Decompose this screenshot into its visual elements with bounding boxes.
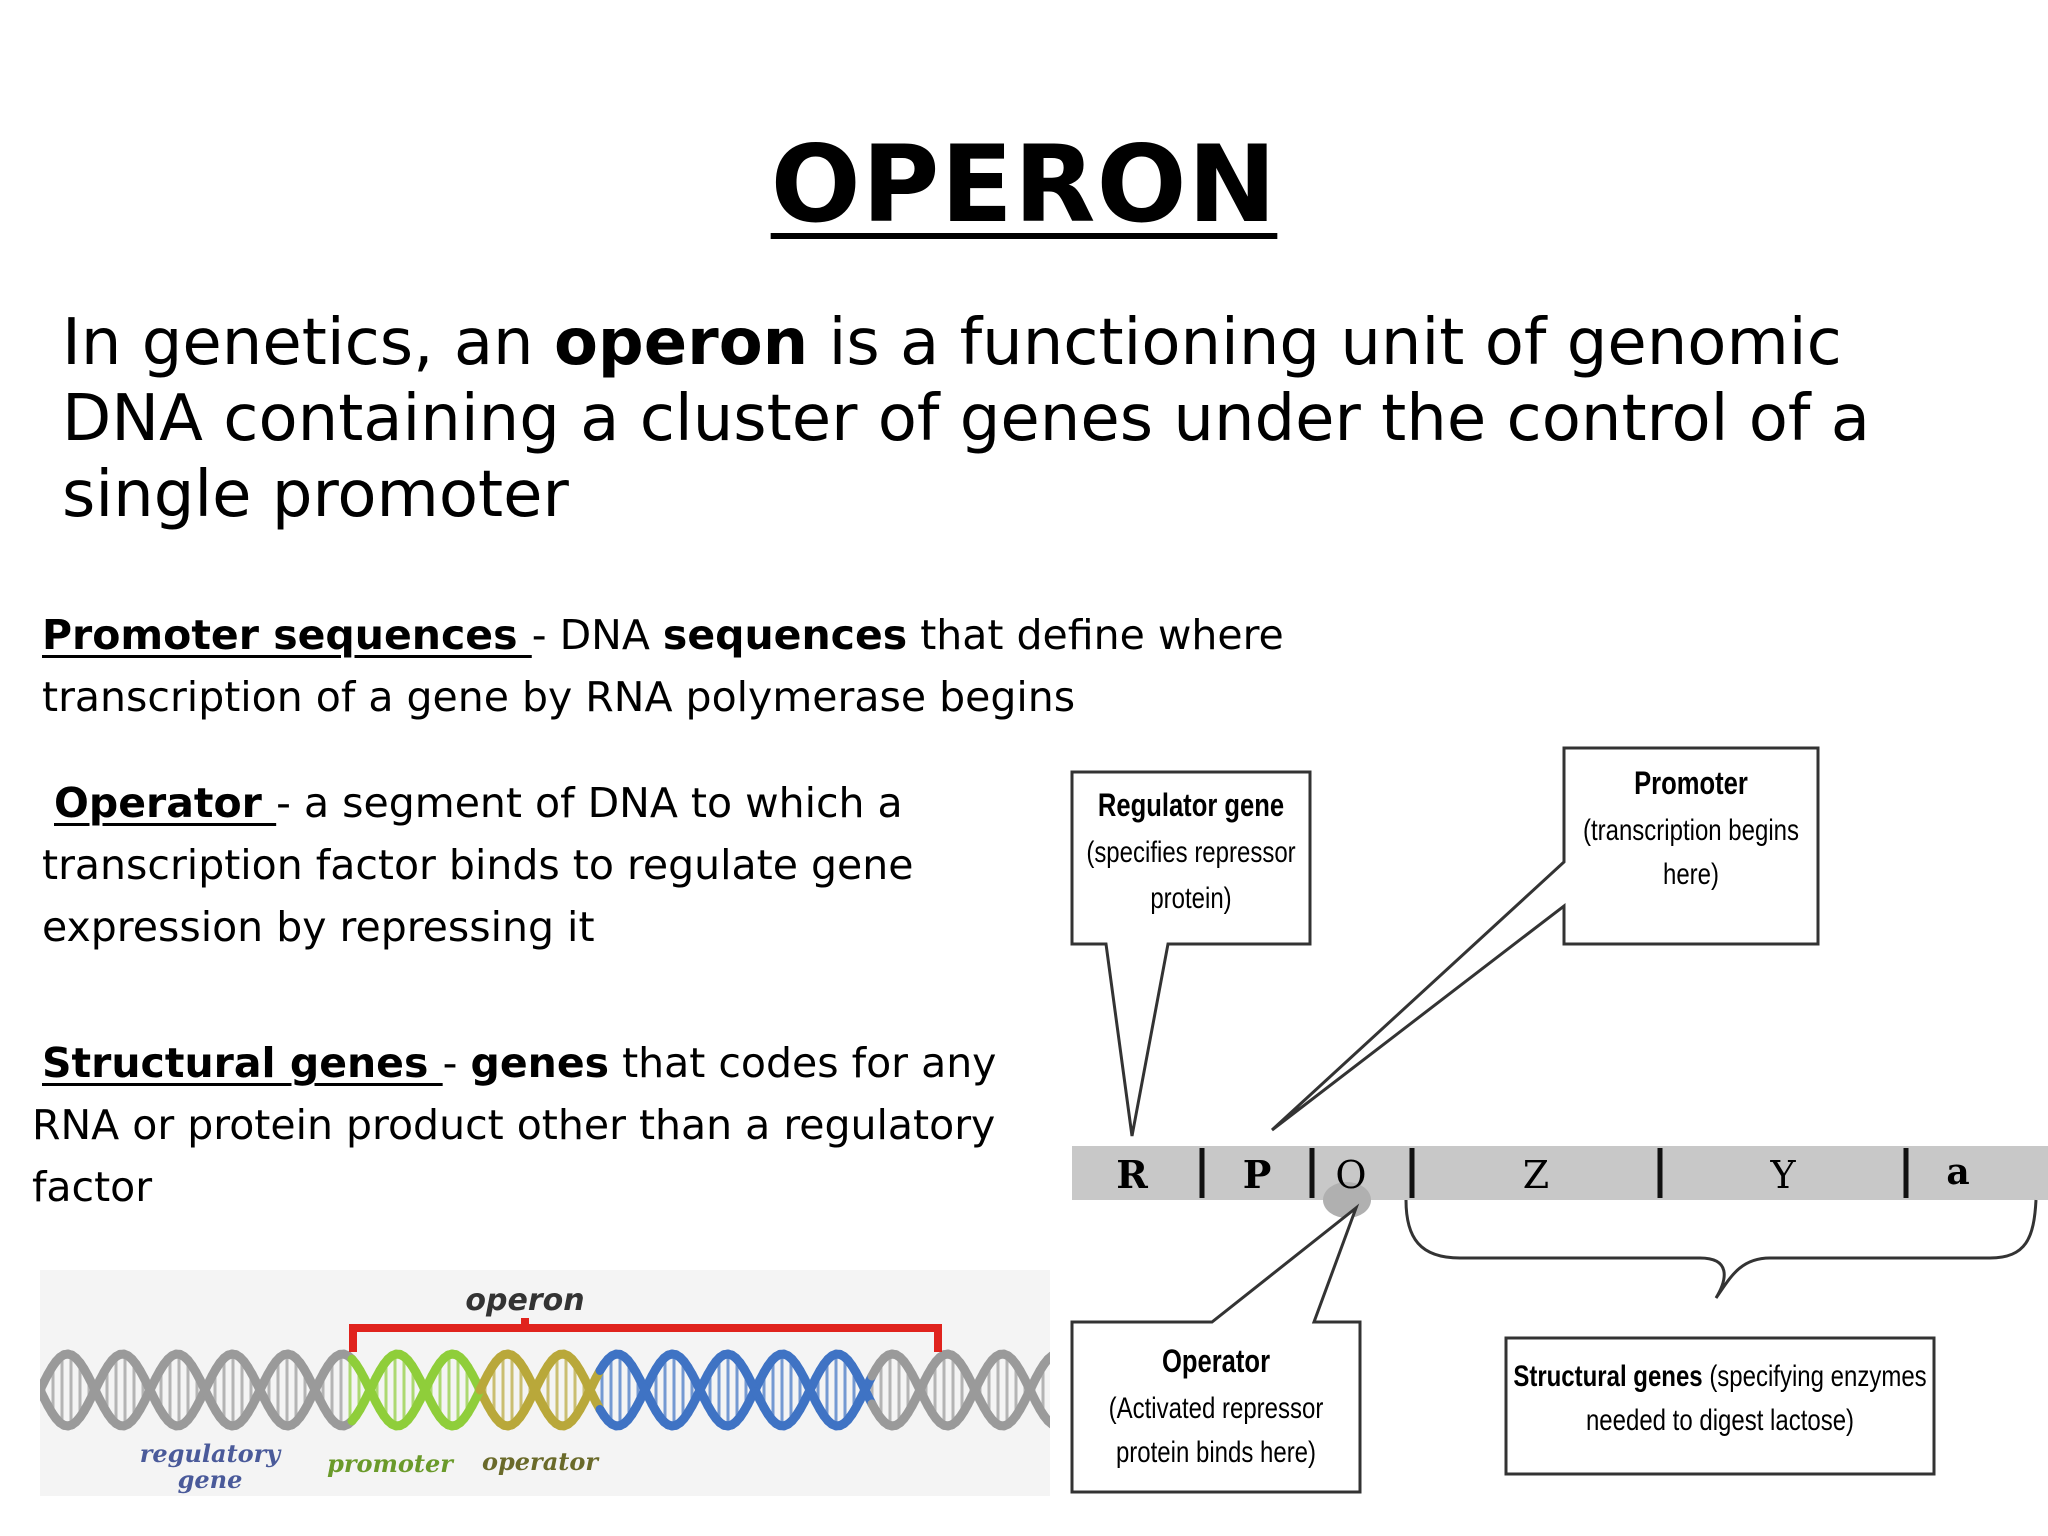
promoter-term: Promoter sequences [42,611,532,659]
operator-callout-title: Operator [1162,1344,1270,1379]
structural-callout [1504,1336,1936,1476]
operator-callout-line2: protein binds here) [1116,1434,1316,1468]
operator-blob [1323,1182,1371,1218]
operator-callout [1070,1203,1362,1494]
intro-paragraph: In genetics, an operon is a functioning … [62,306,1870,532]
structural-genes-term: Structural genes [42,1039,443,1087]
regulator-callout [1070,770,1312,1137]
regulatory-gene-label-line1: regulatory [140,1439,283,1468]
slide-title: OPERON [770,123,1278,246]
segment-r: R [1116,1152,1148,1197]
promoter-callout-line1: (transcription begins [1583,812,1799,846]
operator-term: Operator [54,779,277,827]
operon-bracket-label: operon [465,1283,584,1318]
segment-a: a [1946,1151,1969,1193]
operator-label: operator [482,1447,600,1476]
operator-callout-line1: (Activated repressor [1109,1390,1324,1424]
structural-genes-brace [1404,1199,2038,1299]
operon-bracket [349,1318,942,1352]
dna-helix-illustration: operon regulatory gene promoter operator [40,1270,1050,1496]
promoter-definition: Promoter sequences - DNA sequences that … [42,611,1284,721]
operator-definition: Operator - a segment of DNA to which a t… [42,779,914,951]
dna-helix [40,1349,1050,1431]
segment-separators [1199,1148,1909,1198]
operon-schematic: R P O Z Y a Regulator gene (specifies re… [1070,746,2048,1494]
segment-p: P [1243,1152,1272,1197]
segment-z: Z [1523,1153,1549,1197]
structural-genes-definition: Structural genes - genes that codes for … [32,1039,997,1211]
promoter-callout-line2: here) [1663,856,1719,890]
structural-callout-line2: needed to digest lactose) [1586,1402,1854,1436]
promoter-callout-title: Promoter [1634,766,1748,801]
regulator-callout-line2: protein) [1150,880,1231,914]
helix-backbone [1043,1351,1050,1364]
segment-y: Y [1769,1153,1796,1197]
segment-o: O [1335,1153,1366,1197]
helix-backbone [1043,1416,1050,1429]
regulator-callout-line1: (specifies repressor [1086,834,1295,868]
regulator-callout-title: Regulator gene [1098,788,1284,823]
regulatory-gene-label-line2: gene [178,1465,243,1494]
promoter-label: promoter [327,1449,455,1478]
dna-bar [1072,1146,2048,1200]
promoter-callout [1270,746,1820,1132]
structural-callout-line1: Structural genes (specifying enzymes [1513,1358,1926,1392]
